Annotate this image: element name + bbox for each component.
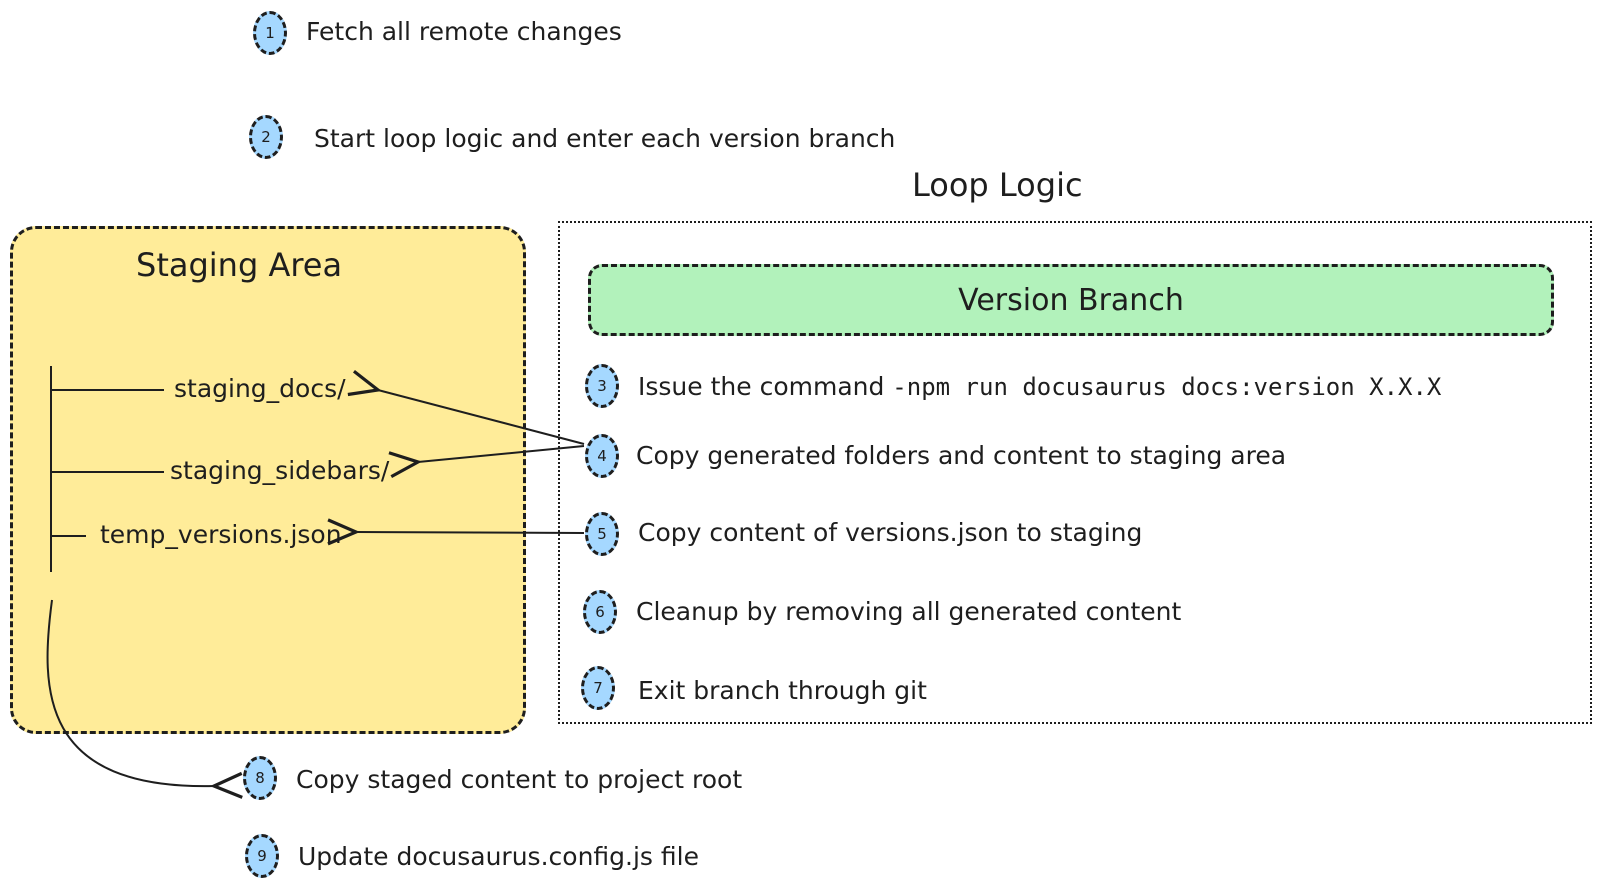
step-3-label: Issue the command [638, 372, 893, 401]
step-7-badge: 7 [581, 666, 615, 710]
step-2-badge: 2 [249, 115, 283, 159]
version-branch-label: Version Branch [958, 282, 1184, 318]
arrow-to-staging-docs [378, 390, 585, 445]
step-3-command: -npm run docusaurus docs:version X.X.X [892, 373, 1442, 401]
step-5-badge: 5 [585, 512, 619, 556]
step-1-badge: 1 [253, 11, 287, 55]
step-5-text: Copy content of versions.json to staging [638, 518, 1143, 547]
file-staging-docs: staging_docs/ [174, 374, 346, 403]
loop-logic-box [558, 221, 1592, 724]
staging-area-box [10, 226, 526, 734]
step-4-badge: 4 [585, 434, 619, 478]
step-4-text: Copy generated folders and content to st… [636, 441, 1287, 470]
step-3-badge: 3 [585, 364, 619, 408]
step-9-badge: 9 [245, 834, 279, 878]
staging-area-title: Staging Area [136, 246, 343, 284]
step-7-text: Exit branch through git [638, 676, 927, 705]
step-8-text: Copy staged content to project root [296, 765, 743, 794]
version-branch-box: Version Branch [588, 264, 1554, 336]
loop-logic-title: Loop Logic [912, 166, 1083, 204]
step-6-badge: 6 [583, 590, 617, 634]
arrow-to-staging-sidebars [418, 445, 585, 462]
arrow-to-project-root [46, 599, 214, 786]
step-8-badge: 8 [243, 756, 277, 800]
file-staging-sidebars: staging_sidebars/ [170, 456, 390, 485]
step-6-text: Cleanup by removing all generated conten… [636, 597, 1182, 626]
step-3-text: Issue the command -npm run docusaurus do… [638, 372, 1441, 402]
step-2-text: Start loop logic and enter each version … [314, 124, 896, 153]
arrow-to-temp-versions [356, 532, 585, 533]
step-1-text: Fetch all remote changes [306, 17, 622, 46]
step-9-text: Update docusaurus.config.js file [298, 842, 699, 871]
file-temp-versions: temp_versions.json [100, 520, 342, 549]
